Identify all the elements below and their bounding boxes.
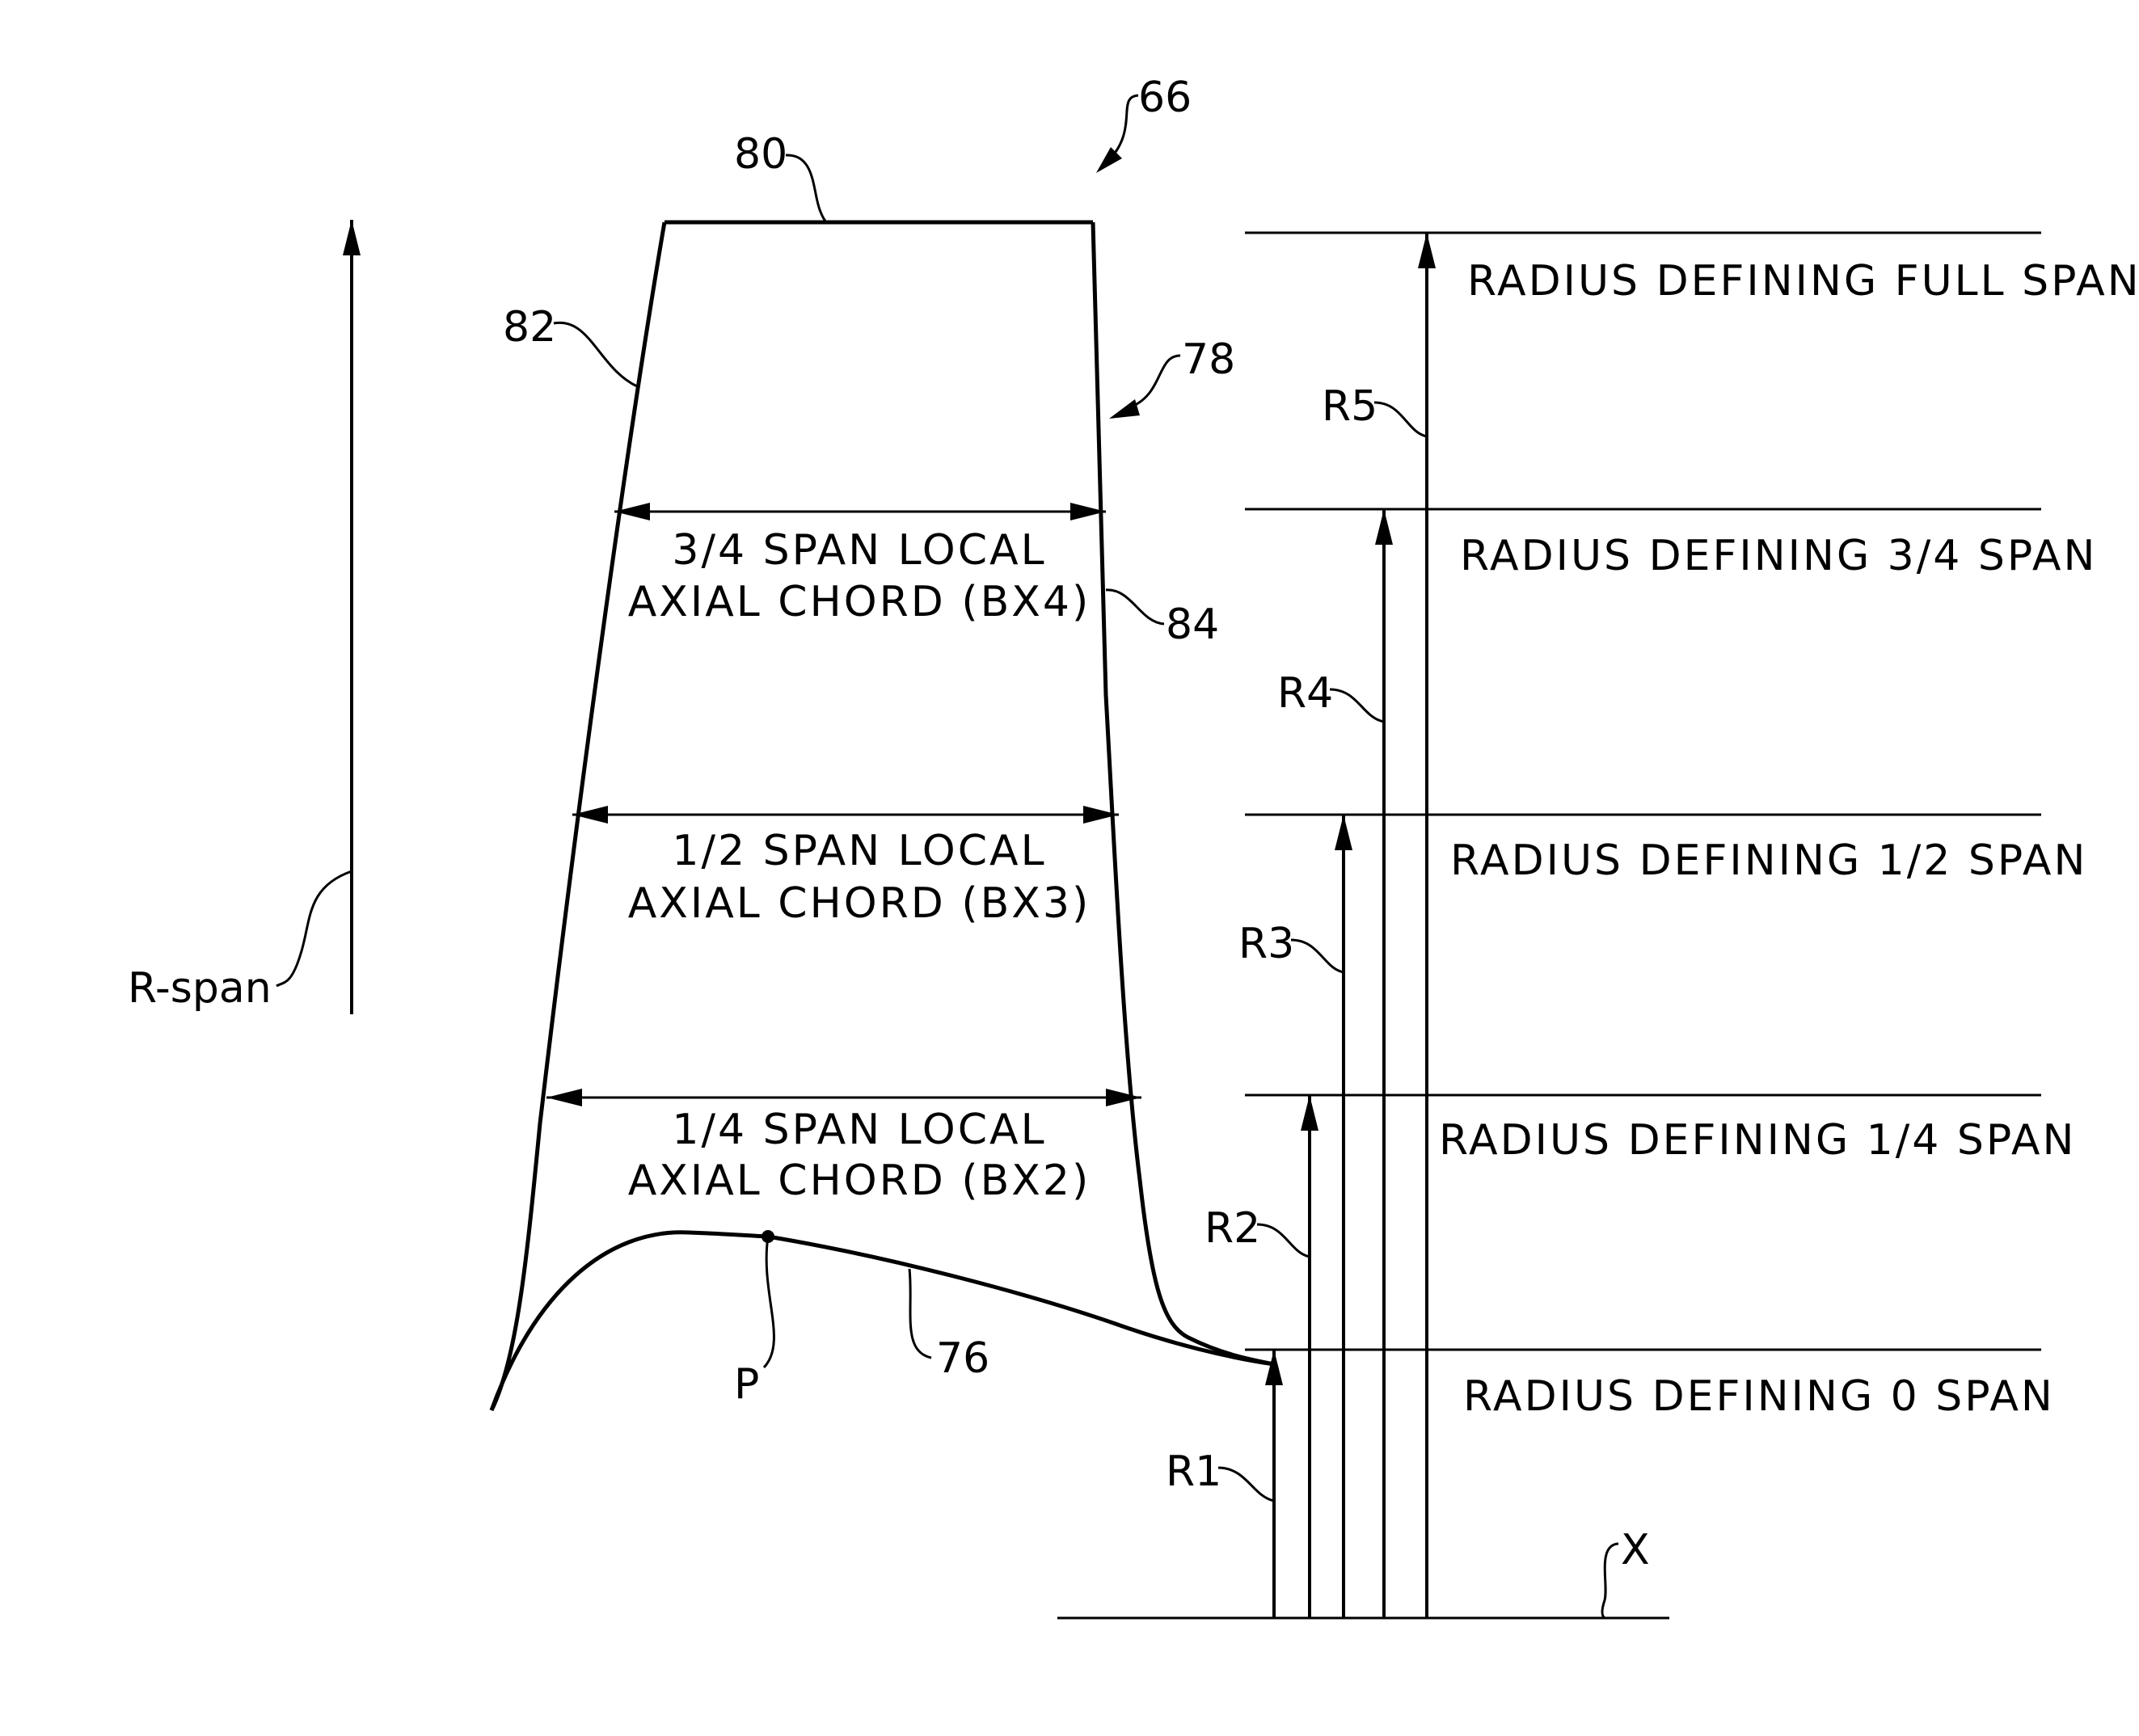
figure-number: 66 bbox=[1138, 74, 1192, 122]
chord-bx4-line2: AXIAL CHORD (BX4) bbox=[628, 578, 1091, 626]
trailing-edge-leader bbox=[1106, 590, 1164, 624]
trailing-edge-ref-numeral: 78 bbox=[1182, 335, 1235, 384]
tip-numeral: 80 bbox=[734, 130, 787, 179]
r5-description: RADIUS DEFINING FULL SPAN bbox=[1467, 257, 2139, 305]
figure-leader-arrow bbox=[1096, 147, 1122, 173]
r-span-label: R-span bbox=[128, 964, 272, 1013]
trailing-edge-ref-leader bbox=[1128, 356, 1180, 408]
r5-label: R5 bbox=[1322, 382, 1377, 431]
airfoil-references: 80 82 78 84 76 P bbox=[503, 130, 1235, 1409]
trailing-edge-ref-arrow bbox=[1109, 399, 1140, 419]
r4-description: RADIUS DEFINING 3/4 SPAN bbox=[1460, 532, 2097, 580]
r1-leader bbox=[1218, 1468, 1274, 1501]
r1-description: RADIUS DEFINING 0 SPAN bbox=[1463, 1372, 2055, 1421]
chord-bx3-line1: 1/2 SPAN LOCAL bbox=[672, 827, 1046, 875]
radius-descriptions: RADIUS DEFINING FULL SPAN RADIUS DEFININ… bbox=[1439, 257, 2139, 1421]
chord-bx2-line1: 1/4 SPAN LOCAL bbox=[672, 1106, 1046, 1154]
r2-label: R2 bbox=[1205, 1204, 1260, 1253]
trailing-edge-curve bbox=[1093, 222, 1274, 1364]
r4-label: R4 bbox=[1277, 669, 1333, 718]
r1-label: R1 bbox=[1166, 1447, 1221, 1496]
tip-leader bbox=[786, 155, 826, 222]
airfoil bbox=[492, 222, 1274, 1410]
platform-numeral: 76 bbox=[936, 1334, 989, 1383]
point-p-label: P bbox=[734, 1360, 759, 1409]
trailing-edge-numeral: 84 bbox=[1166, 600, 1219, 649]
leading-edge-numeral: 82 bbox=[503, 303, 556, 352]
r3-label: R3 bbox=[1238, 920, 1294, 968]
chord-bx2-line2: AXIAL CHORD (BX2) bbox=[628, 1157, 1091, 1205]
r4-leader bbox=[1330, 689, 1384, 722]
r2-leader bbox=[1257, 1224, 1310, 1257]
point-p-leader bbox=[764, 1237, 774, 1367]
r-span-leader bbox=[276, 871, 352, 986]
r5-leader bbox=[1374, 402, 1427, 436]
chord-bx4-line1: 3/4 SPAN LOCAL bbox=[672, 526, 1046, 575]
chord-bx3: 1/2 SPAN LOCAL AXIAL CHORD (BX3) bbox=[572, 815, 1119, 928]
chord-bx2: 1/4 SPAN LOCAL AXIAL CHORD (BX2) bbox=[546, 1098, 1141, 1205]
radius-arrows bbox=[1274, 233, 1427, 1618]
chord-bx4: 3/4 SPAN LOCAL AXIAL CHORD (BX4) bbox=[614, 512, 1106, 626]
x-axis-leader bbox=[1602, 1544, 1618, 1618]
chord-bx3-line2: AXIAL CHORD (BX3) bbox=[628, 879, 1091, 928]
platform-leader bbox=[909, 1269, 931, 1358]
r3-description: RADIUS DEFINING 1/2 SPAN bbox=[1450, 836, 2087, 885]
leading-edge-curve bbox=[492, 222, 664, 1410]
r3-leader bbox=[1291, 940, 1344, 972]
r2-description: RADIUS DEFINING 1/4 SPAN bbox=[1439, 1116, 2076, 1165]
x-axis-label: X bbox=[1621, 1526, 1650, 1574]
platform-curve bbox=[492, 1232, 1274, 1410]
leading-edge-leader bbox=[554, 322, 637, 386]
r-span-indicator: R-span bbox=[128, 220, 352, 1014]
figure-reference: 66 bbox=[1096, 74, 1192, 173]
